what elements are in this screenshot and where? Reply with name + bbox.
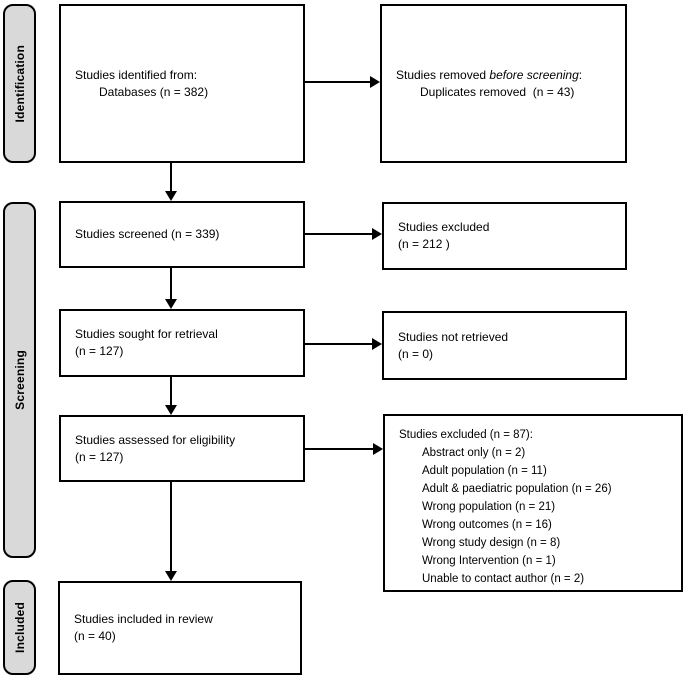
stage-label-screening: Screening — [3, 202, 36, 558]
box-studies-sought-line1: Studies sought for retrieval — [75, 327, 218, 341]
arrow-line — [305, 81, 371, 83]
box-studies-assessed-line2: (n = 127) — [75, 449, 124, 464]
box-studies-sought-line2: (n = 127) — [75, 344, 124, 358]
box-studies-included: Studies included in review (n = 40) — [58, 581, 302, 675]
arrow-line — [305, 343, 373, 345]
arrow-down-icon — [165, 299, 177, 309]
stage-label-screening-text: Screening — [12, 350, 27, 410]
box-excluded-eligibility-item: Wrong study design (n = 8) — [422, 537, 561, 549]
box-excluded-eligibility-item: Wrong outcomes (n = 16) — [422, 519, 552, 531]
box-studies-identified-line2: Databases (n = 382) — [99, 84, 209, 99]
removed-line1-prefix: Studies removed — [396, 67, 490, 82]
box-studies-not-retrieved: Studies not retrieved (n = 0) — [382, 311, 627, 380]
stage-label-identification: Identification — [3, 4, 36, 163]
box-studies-removed-before-screening: Studies removed before screening: Duplic… — [380, 4, 627, 163]
box-excluded-screening-line2: (n = 212 ) — [398, 237, 450, 251]
arrow-right-icon — [372, 338, 382, 350]
arrow-down-icon — [165, 571, 177, 581]
box-studies-excluded-eligibility: Studies excluded (n = 87): Abstract only… — [383, 414, 683, 592]
box-studies-screened-line1: Studies screened (n = 339) — [75, 227, 220, 241]
arrow-right-icon — [373, 443, 383, 455]
box-not-retrieved-line2: (n = 0) — [398, 346, 434, 361]
arrow-right-icon — [370, 76, 380, 88]
arrow-down-icon — [165, 191, 177, 201]
box-studies-removed-line2: Duplicates removed (n = 43) — [420, 84, 575, 99]
box-excluded-eligibility-item: Abstract only (n = 2) — [422, 447, 526, 459]
arrow-line — [305, 448, 374, 450]
stage-label-included: Included — [3, 580, 36, 675]
box-not-retrieved-line1: Studies not retrieved — [398, 329, 509, 344]
box-excluded-eligibility-item: Adult & paediatric population (n = 26) — [422, 483, 612, 495]
box-studies-assessed-line1: Studies assessed for eligibility — [75, 432, 236, 447]
arrow-line — [170, 377, 172, 406]
box-excluded-screening-line1: Studies excluded — [398, 220, 490, 234]
box-studies-included-line1: Studies included in review — [74, 612, 213, 626]
box-studies-sought: Studies sought for retrieval (n = 127) — [59, 309, 305, 377]
stage-label-included-text: Included — [12, 602, 27, 653]
box-studies-removed-line1: Studies removed before screening: — [396, 67, 617, 84]
removed-line1-italic: before screening — [489, 67, 579, 82]
box-excluded-eligibility-item: Wrong Intervention (n = 1) — [422, 555, 556, 567]
arrow-down-icon — [165, 405, 177, 415]
box-excluded-eligibility-item: Wrong population (n = 21) — [422, 501, 556, 513]
box-studies-assessed: Studies assessed for eligibility (n = 12… — [59, 415, 305, 482]
box-excluded-eligibility-item: Unable to contact author (n = 2) — [422, 573, 585, 585]
box-studies-screened: Studies screened (n = 339) — [59, 201, 305, 268]
box-studies-excluded-screening: Studies excluded (n = 212 ) — [382, 202, 627, 270]
box-studies-included-line2: (n = 40) — [74, 629, 116, 643]
box-excluded-eligibility-heading: Studies excluded (n = 87): — [399, 429, 533, 441]
arrow-line — [170, 482, 172, 572]
arrow-line — [170, 163, 172, 192]
box-excluded-eligibility-item: Adult population (n = 11) — [422, 465, 547, 477]
box-studies-identified-line1: Studies identified from: — [75, 67, 198, 82]
removed-line1-suffix: : — [578, 67, 583, 82]
stage-label-identification-text: Identification — [12, 44, 27, 123]
arrow-line — [170, 268, 172, 300]
arrow-line — [305, 233, 373, 235]
arrow-right-icon — [372, 228, 382, 240]
box-studies-identified: Studies identified from: Databases (n = … — [59, 4, 305, 163]
